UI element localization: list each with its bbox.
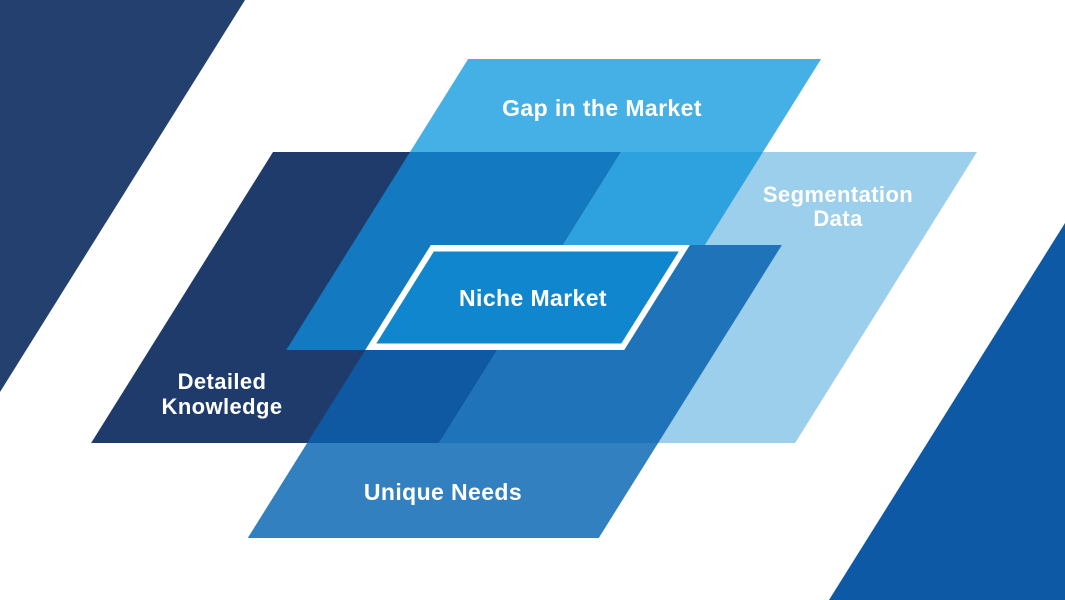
niche-market-label: Niche Market (459, 285, 607, 311)
segmentation-label-line2: Data (813, 206, 863, 231)
niche-market-box (376, 251, 679, 344)
parallelogram-group (91, 59, 977, 538)
top-left-corner-shape (0, 0, 245, 392)
segmentation-label-line1: Segmentation (763, 182, 913, 207)
detailed-knowledge-label-line1: Detailed (178, 369, 267, 394)
gap-parallelogram (410, 59, 822, 152)
gap-label: Gap in the Market (502, 95, 702, 121)
unique-needs-parallelogram (247, 443, 659, 538)
detailed-knowledge-label-line2: Knowledge (162, 394, 283, 419)
unique-needs-label: Unique Needs (364, 479, 522, 505)
bottom-right-corner-shape (829, 223, 1065, 600)
